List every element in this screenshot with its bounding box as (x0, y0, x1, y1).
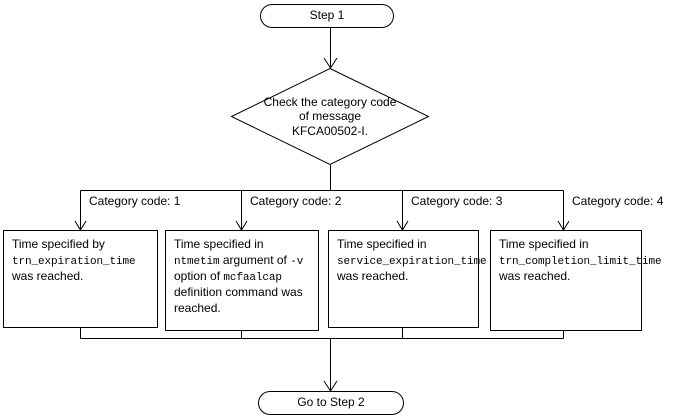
process-box-1[interactable]: Time specified by trn_expiration_time wa… (3, 230, 158, 328)
text-run: was reached. (499, 268, 571, 283)
code-run: service_expirati (337, 255, 442, 268)
text-run: Time specified in (174, 237, 264, 251)
text-run: definition command was reached. (174, 285, 303, 315)
branch-label-2: Category code: 2 (250, 194, 342, 208)
text-run: was reached. (337, 268, 409, 283)
text-run: Time specified in (337, 237, 427, 251)
text-run: Time specified in (499, 237, 589, 251)
arrowhead-decision (323, 57, 338, 69)
decision-line-2: of message (298, 109, 362, 124)
process-box-4-text: Time specified in trn_completion_limit_t… (499, 237, 662, 284)
process-box-1-text: Time specified by trn_expiration_time wa… (12, 237, 151, 284)
decision-diamond[interactable]: Check the category code of message KFCA0… (230, 67, 430, 166)
terminator-start-label: Step 1 (309, 8, 345, 23)
branch-label-1: Category code: 1 (89, 194, 181, 208)
process-box-2[interactable]: Time specified in ntmetim argument of -v… (165, 230, 319, 331)
text-run: argument of (219, 252, 291, 267)
text-run: was reached. (12, 268, 84, 283)
branch-label-3: Category code: 3 (411, 194, 503, 208)
process-box-3-text: Time specified in service_expiration_tim… (337, 237, 487, 284)
text-run: option of (174, 268, 224, 283)
decision-line-3: KFCA00502-I. (291, 123, 369, 138)
code-run: time (109, 255, 136, 268)
branch-label-4: Category code: 4 (572, 194, 664, 208)
decision-line-1: Check the category code (263, 94, 397, 109)
code-run: ntmetim (174, 255, 220, 268)
process-box-2-text: Time specified in ntmetim argument of -v… (174, 237, 312, 316)
code-run: limit_time (596, 255, 662, 268)
terminator-start[interactable]: Step 1 (260, 4, 394, 28)
arrowhead-box-2 (235, 220, 248, 231)
process-box-3[interactable]: Time specified in service_expiration_tim… (328, 230, 487, 328)
terminator-end-label: Go to Step 2 (297, 395, 365, 410)
code-run: mcfaalcap (223, 271, 282, 284)
arrowhead-box-3 (396, 220, 409, 231)
code-run: trn_completion_ (499, 255, 597, 268)
arrowhead-box-1 (74, 220, 87, 231)
diamond-shape (230, 67, 430, 166)
arrowhead-end (323, 380, 338, 392)
arrowhead-box-4 (557, 220, 570, 231)
process-box-4[interactable]: Time specified in trn_completion_limit_t… (490, 230, 662, 331)
terminator-end[interactable]: Go to Step 2 (258, 391, 404, 415)
code-run: trn_expiration_ (12, 255, 110, 268)
code-run: on_time (441, 255, 487, 268)
text-run: Time specified by (12, 237, 105, 251)
code-run: -v (290, 255, 304, 268)
decision-text: Check the category code of message KFCA0… (231, 68, 429, 165)
